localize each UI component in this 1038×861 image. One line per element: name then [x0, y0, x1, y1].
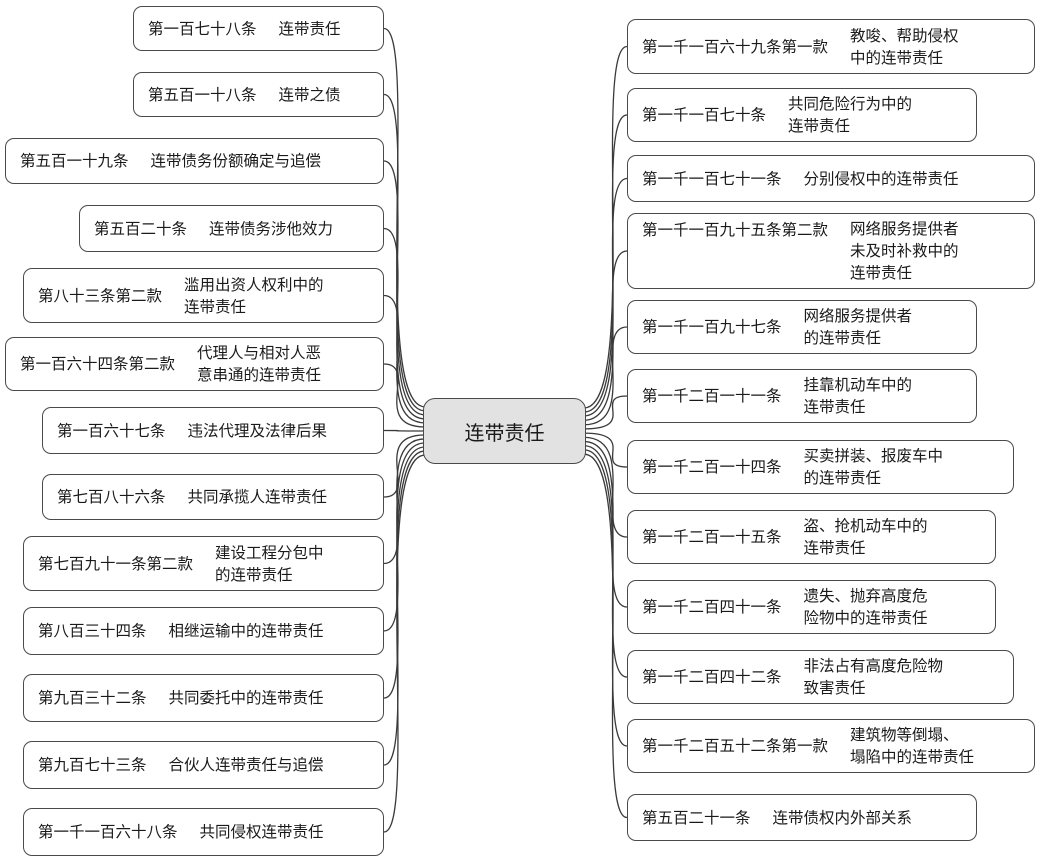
connector-line — [583, 453, 628, 819]
right-node-8: 第一千二百一十五条 盗、抢机动车中的 连带责任 — [627, 510, 996, 564]
article-number: 第五百二十一条 — [642, 808, 751, 827]
node-description: 网络服务提供者 未及时补救中的 连带责任 — [850, 220, 959, 282]
article-number: 第五百二十条 — [94, 219, 188, 238]
article-number: 第八百三十四条 — [38, 622, 147, 640]
article-number: 第一千一百九十五条第二款 — [642, 221, 829, 239]
node-description: 网络服务提供者 的连带责任 — [803, 307, 913, 347]
article-number: 第一千二百四十二条 — [642, 668, 782, 686]
node-description: 违法代理及法律后果 — [187, 421, 328, 440]
connector-line — [583, 432, 628, 468]
node-description: 共同承揽人连带责任 — [187, 488, 328, 506]
connector-line — [383, 363, 426, 428]
connector-line — [583, 436, 628, 538]
connector-line — [383, 454, 426, 833]
article-number: 第一千一百七十条 — [642, 106, 767, 124]
node-description: 买卖拼装、报废车中 的连带责任 — [803, 447, 944, 487]
connector-line — [383, 93, 426, 412]
left-node-10: 第八百三十四条 相继运输中的连带责任 — [23, 607, 384, 655]
right-node-2: 第一千一百七十条 共同危险行为中的 连带责任 — [627, 88, 977, 142]
right-node-5: 第一千一百九十七条 网络服务提供者 的连带责任 — [627, 300, 977, 354]
node-description: 连带之债 — [278, 85, 341, 104]
right-node-10: 第一千二百四十二条 非法占有高度危险物 致害责任 — [627, 650, 1014, 704]
left-node-3: 第五百一十九条 连带债务份额确定与追偿 — [5, 138, 384, 184]
right-node-7: 第一千二百一十四条 买卖拼装、报废车中 的连带责任 — [627, 440, 1014, 494]
article-number: 第一千一百六十九条第一款 — [642, 37, 829, 56]
article-number: 第一千二百一十四条 — [642, 458, 782, 476]
left-node-4: 第五百二十条 连带债务涉他效力 — [79, 205, 384, 252]
connector-line — [383, 227, 426, 420]
connector-line — [383, 434, 426, 498]
article-number: 第五百一十八条 — [148, 85, 257, 104]
left-node-8: 第七百八十六条 共同承揽人连带责任 — [42, 474, 384, 520]
node-description: 教唆、帮助侵权 中的连带责任 — [850, 26, 959, 67]
right-node-6: 第一千二百一十一条 挂靠机动车中的 连带责任 — [627, 369, 977, 423]
article-number: 第一千二百四十一条 — [642, 598, 782, 616]
article-number: 第九百七十三条 — [38, 756, 147, 774]
right-node-11: 第一千二百五十二条第一款 建筑物等倒塌、 塌陷中的连带责任 — [627, 719, 1035, 773]
node-description: 共同危险行为中的 连带责任 — [788, 95, 913, 135]
left-node-2: 第五百一十八条 连带之债 — [133, 72, 384, 117]
article-number: 第一千一百七十一条 — [642, 169, 782, 188]
node-description: 挂靠机动车中的 连带责任 — [803, 376, 913, 416]
right-node-9: 第一千二百四十一条 遗失、抛弃高度危 险物中的连带责任 — [627, 580, 996, 634]
connector-line — [583, 250, 628, 421]
article-number: 第一千二百一十五条 — [642, 528, 782, 546]
node-description: 共同委托中的连带责任 — [168, 689, 324, 707]
connector-line — [383, 27, 426, 408]
connector-line — [383, 294, 426, 424]
connector-line — [583, 395, 628, 430]
connector-line — [583, 326, 628, 426]
node-description: 分别侵权中的连带责任 — [803, 169, 959, 188]
article-number: 第七百九十一条第二款 — [38, 554, 194, 573]
right-node-4: 第一千一百九十五条第二款 网络服务提供者 未及时补救中的 连带责任 — [627, 213, 1035, 289]
left-node-13: 第一千一百六十八条 共同侵权连带责任 — [23, 808, 384, 856]
node-description: 建设工程分包中 的连带责任 — [215, 543, 324, 584]
left-node-11: 第九百三十二条 共同委托中的连带责任 — [23, 674, 384, 722]
connector-line — [383, 160, 426, 416]
left-node-7: 第一百六十七条 违法代理及法律后果 — [42, 407, 384, 454]
node-description: 代理人与相对人恶 意串通的连带责任 — [197, 344, 322, 384]
connector-line — [383, 450, 426, 766]
connector-line — [383, 442, 426, 632]
left-node-12: 第九百七十三条 合伙人连带责任与追偿 — [23, 741, 384, 789]
node-description: 相继运输中的连带责任 — [168, 622, 324, 640]
article-number: 第一百六十七条 — [57, 421, 166, 440]
article-number: 第一千一百六十八条 — [38, 823, 178, 841]
article-number: 第五百一十九条 — [20, 152, 129, 170]
article-number: 第一千二百五十二条第一款 — [642, 737, 829, 755]
node-description: 遗失、抛弃高度危 险物中的连带责任 — [803, 587, 928, 627]
article-number: 第一百七十八条 — [148, 19, 257, 38]
connector-line — [583, 177, 628, 417]
article-number: 第九百三十二条 — [38, 689, 147, 707]
article-number: 第七百八十六条 — [57, 488, 166, 506]
central-topic: 连带责任 — [423, 398, 586, 464]
node-description: 滥用出资人权利中的 连带责任 — [184, 275, 324, 316]
node-description: 连带责任 — [278, 19, 341, 38]
right-node-1: 第一千一百六十九条第一款 教唆、帮助侵权 中的连带责任 — [627, 19, 1035, 74]
node-description: 共同侵权连带责任 — [199, 823, 324, 841]
node-description: 连带债务份额确定与追偿 — [150, 152, 322, 170]
connector-line — [583, 45, 628, 409]
article-number: 第一千二百一十一条 — [642, 387, 782, 405]
node-description: 连带债务涉他效力 — [209, 219, 334, 238]
left-node-6: 第一百六十四条第二款 代理人与相对人恶 意串通的连带责任 — [5, 337, 384, 391]
node-description: 非法占有高度危险物 致害责任 — [803, 657, 944, 697]
node-description: 合伙人连带责任与追偿 — [168, 756, 324, 774]
left-node-1: 第一百七十八条 连带责任 — [133, 6, 384, 51]
article-number: 第一千一百九十七条 — [642, 318, 782, 336]
right-node-3: 第一千一百七十一条 分别侵权中的连带责任 — [627, 155, 1035, 202]
node-description: 盗、抢机动车中的 连带责任 — [803, 517, 928, 557]
node-description: 建筑物等倒塌、 塌陷中的连带责任 — [850, 726, 975, 766]
connector-line — [583, 449, 628, 747]
article-number: 第一百六十四条第二款 — [20, 355, 176, 373]
connector-line — [583, 114, 628, 413]
node-description: 连带债权内外部关系 — [772, 808, 913, 827]
left-node-5: 第八十三条第二款 滥用出资人权利中的 连带责任 — [23, 268, 384, 323]
right-node-12: 第五百二十一条 连带债权内外部关系 — [627, 794, 977, 841]
left-node-9: 第七百九十一条第二款 建设工程分包中 的连带责任 — [23, 536, 384, 591]
article-number: 第八十三条第二款 — [38, 286, 163, 305]
